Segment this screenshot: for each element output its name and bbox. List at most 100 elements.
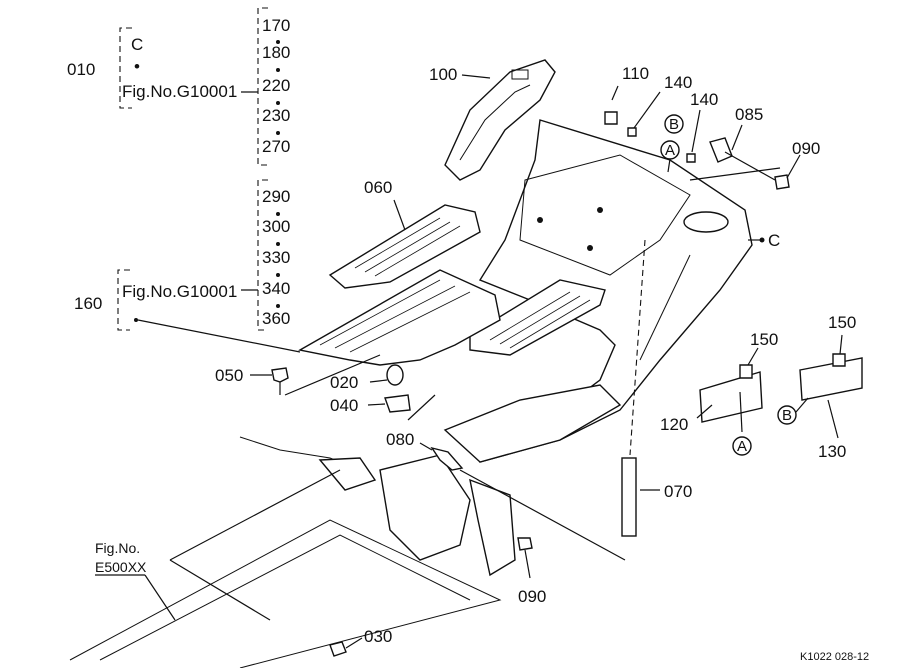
part-number-230: 230 <box>262 106 290 125</box>
list-dot <box>276 242 280 246</box>
mount-hole <box>597 207 603 213</box>
leader-085 <box>731 124 743 151</box>
assembly-line-080 <box>459 469 626 561</box>
callout-090-top: 090 <box>792 139 820 158</box>
part-number-300: 300 <box>262 217 290 236</box>
assembly-line-050 <box>284 354 381 396</box>
nut-090-bottom <box>517 537 533 551</box>
marker-b-bottom-label: B <box>782 407 792 424</box>
bracket-left-bottom <box>117 269 130 331</box>
leader-150a <box>747 347 759 366</box>
list-dot <box>276 131 280 135</box>
bracket-120 <box>699 371 763 423</box>
bracket-group-top: 010 C • Fig.No.G10001 170 180 220 230 27… <box>67 7 290 166</box>
callout-050: 050 <box>215 366 243 385</box>
marker-a-top-label: A <box>665 142 675 159</box>
step-plate-right <box>443 384 622 463</box>
list-dot <box>276 40 280 44</box>
list-dot <box>276 68 280 72</box>
callout-110: 110 <box>622 64 649 83</box>
fender-body <box>469 119 753 463</box>
step-plate-left <box>298 269 501 366</box>
bracket-130 <box>799 357 863 401</box>
nut-030 <box>329 641 347 657</box>
list-dot <box>276 212 280 216</box>
drawing-code: K1022 028-12 <box>800 651 869 663</box>
circled-markers: B A A B <box>660 114 809 456</box>
clip-140b <box>686 153 696 163</box>
callout-130: 130 <box>818 442 846 461</box>
assembly-line-top <box>689 167 781 181</box>
part-number-170: 170 <box>262 16 290 35</box>
frame-side-bracket <box>469 478 516 577</box>
leader-080 <box>419 442 433 451</box>
floor-mat-right-ribs <box>489 291 591 349</box>
leader-130 <box>827 399 839 439</box>
floor-mat-left <box>328 204 481 289</box>
marker-a-bottom-label: A <box>737 438 747 455</box>
lever-guide-slot <box>459 84 531 161</box>
callout-085: 085 <box>735 105 763 124</box>
assembly-line-040 <box>407 394 436 421</box>
floor-mat-left-ribs <box>354 217 461 277</box>
marker-b-bottom <box>777 405 797 425</box>
marker-b-bottom-leader <box>795 397 809 413</box>
fig-ref: Fig.No. E500XX <box>95 540 147 576</box>
callout-c: C <box>768 231 780 250</box>
callout-150b: 150 <box>828 313 856 332</box>
part-number-360: 360 <box>262 309 290 328</box>
leader-110 <box>611 85 619 101</box>
marker-a-top-leader <box>667 158 671 173</box>
group-label-010: 010 <box>67 60 95 79</box>
list-dot <box>134 318 138 322</box>
frame-edge <box>169 469 341 561</box>
cable-holder <box>318 457 377 491</box>
bolt-150b <box>832 353 846 367</box>
part-number-220: 220 <box>262 76 290 95</box>
step-plate <box>298 269 622 463</box>
mount-hole <box>537 217 543 223</box>
part-number-270: 270 <box>262 137 290 156</box>
cup-holder-recess <box>683 211 729 233</box>
side-brackets <box>696 334 863 439</box>
leader-140b <box>691 109 701 153</box>
list-dot <box>276 304 280 308</box>
callout-090-bottom: 090 <box>518 587 546 606</box>
fender-edge-line <box>639 254 691 361</box>
bracket-120-leader <box>739 391 743 433</box>
leader-140a <box>633 91 661 129</box>
marker-b-top-label: B <box>669 116 679 133</box>
list-dot <box>276 101 280 105</box>
leader-160 <box>137 319 301 353</box>
group-label-160: 160 <box>74 294 102 313</box>
marker-b-top <box>664 114 684 134</box>
callout-100: 100 <box>429 65 457 84</box>
rod-leader <box>629 239 646 456</box>
assembly-line-085 <box>724 151 776 181</box>
leader-020 <box>369 379 388 383</box>
leader-030 <box>345 637 363 649</box>
floor-mat-right <box>469 279 606 356</box>
callout-080: 080 <box>386 430 414 449</box>
callout-030: 030 <box>364 627 392 646</box>
bracket-entry-c: C <box>131 35 143 54</box>
leader-060 <box>393 199 406 231</box>
small-parts-top-right <box>604 85 801 243</box>
part-number-290: 290 <box>262 187 290 206</box>
frame-outline <box>69 519 502 668</box>
frame-edge-2 <box>169 559 271 621</box>
bushing-020 <box>386 364 404 386</box>
bracket-right-bottom <box>257 179 268 331</box>
small-parts-bottom <box>329 442 626 657</box>
callout-070: 070 <box>664 482 692 501</box>
clip-140a <box>627 127 637 137</box>
part-number-180: 180 <box>262 43 290 62</box>
bolt-050 <box>271 367 289 383</box>
bracket-right-top <box>257 7 268 166</box>
bracket-entry-fig-bottom: Fig.No.G10001 <box>122 282 237 301</box>
bracket-entry-dot: • <box>134 57 140 76</box>
support-rod <box>621 239 660 537</box>
nut-090-top <box>774 174 790 190</box>
leader-150b <box>839 334 843 355</box>
lever-guide <box>444 59 556 181</box>
